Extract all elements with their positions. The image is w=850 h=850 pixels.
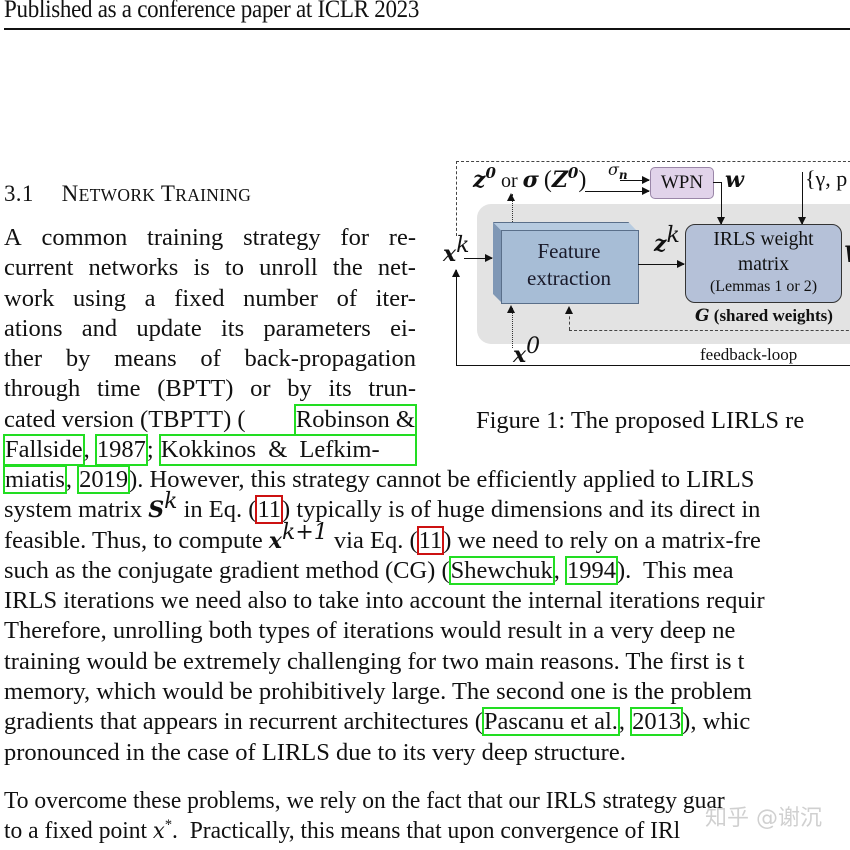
w-output-label: W [844, 242, 850, 268]
text-line: IRLS iterations we need also to take int… [4, 587, 765, 615]
zk-label: zk [654, 223, 680, 258]
running-header: Published as a conference paper at ICLR … [4, 0, 420, 23]
citation-link[interactable]: Kokkinos & Lefkim- [158, 434, 418, 467]
sigma-n-label: σn [608, 160, 628, 183]
section-number: 3.1 [4, 181, 34, 206]
citation-link[interactable]: Robinson & [293, 403, 418, 437]
feedback-dashed-top [456, 161, 850, 162]
citation-link[interactable]: Pascanu et al. [481, 707, 620, 737]
citation-link[interactable]: Shewchuk [448, 555, 555, 585]
text-line: cated version (TBPTT) (Robinson & [4, 403, 418, 437]
text-line: feasible. Thus, to compute xk+1 via Eq. … [4, 519, 761, 555]
x0-label: x0 [513, 334, 541, 369]
xk-to-feature-arrow [464, 252, 493, 264]
citation-link[interactable]: miatis [3, 465, 67, 494]
feedback-dashed-left [456, 161, 457, 236]
citation-link[interactable]: 1987 [94, 434, 148, 467]
text-line: Fallside, 1987; Kokkinos & Lefkim- [3, 434, 418, 467]
xk-label: xk [443, 233, 470, 268]
equation-ref-link[interactable]: 11 [255, 495, 284, 525]
text-line: system matrix Sk in Eq. (11) typically i… [4, 489, 761, 525]
text-line: To overcome these problems, we rely on t… [4, 787, 725, 814]
text-line: training would be extremely challenging … [4, 647, 745, 675]
wpn-box: WPN [650, 167, 714, 199]
z0-to-wpn-arrow [585, 185, 650, 197]
text-line: such as the conjugate gradient method (C… [4, 555, 734, 585]
citation-link[interactable]: 2013 [630, 707, 684, 737]
w-to-irls-arrow [715, 182, 727, 225]
irls-weight-matrix-box: IRLS weight matrix (Lemmas 1 or 2) [685, 224, 842, 303]
figure-caption: Figure 1: The proposed LIRLS re [476, 407, 805, 434]
feedback-loop-line [456, 365, 850, 367]
text-line: to a fixed point x*. Practically, this m… [4, 817, 681, 845]
gamma-p-label: {γ, p [805, 166, 848, 191]
second-paragraph: To overcome these problems, we rely on t… [4, 786, 850, 847]
citation-link[interactable]: Fallside [3, 434, 85, 467]
shared-weights-label: G (shared weights) [695, 306, 833, 326]
text-line: pronounced in the case of LIRLS due to i… [4, 738, 626, 766]
equation-ref-link[interactable]: 11 [416, 525, 445, 555]
feature-extraction-box [501, 230, 639, 304]
text-line: gradients that appears in recurrent arch… [4, 707, 751, 737]
gamma-to-irls-arrow [796, 172, 808, 225]
citation-link[interactable]: 1994 [564, 555, 618, 585]
w-label: w [725, 167, 744, 193]
header-rule [4, 28, 850, 30]
main-paragraph: miatis, 2019). However, this strategy ca… [3, 465, 850, 768]
z0-or-sigma-label: z0 or σ (Z0) [473, 164, 587, 194]
text-line: memory, which would be prohibitively lar… [4, 678, 752, 706]
zk-to-irls-arrow [638, 258, 685, 270]
watermark: 知乎 @谢沉 [705, 806, 822, 831]
sigma-n-arrow [620, 174, 650, 186]
text-line: miatis, 2019). However, this strategy ca… [3, 465, 755, 494]
citation-link[interactable]: 2019 [77, 465, 131, 494]
figure-1-diagram: z0 or σ (Z0) σn WPN w {γ, p Feature extr… [440, 158, 850, 373]
text-line: Therefore, unrolling both types of itera… [4, 617, 736, 645]
feedback-loop-label: feedback-loop [700, 345, 798, 364]
feature-extraction-label: Feature extraction [527, 239, 611, 290]
